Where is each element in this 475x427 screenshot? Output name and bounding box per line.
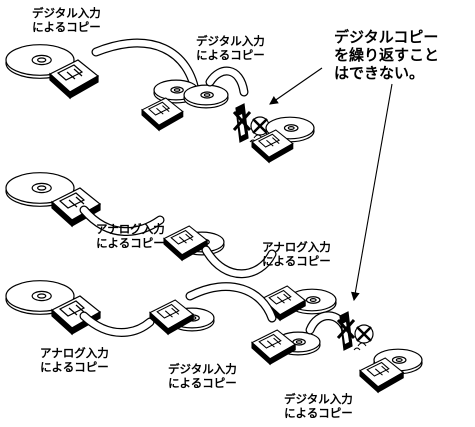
- row3-first-copy-label: アナログ入力によるコピー: [40, 346, 109, 374]
- row1-first-copy-label: デジタル入力によるコピー: [32, 6, 101, 34]
- row1-copy-arrow-1: [91, 38, 201, 101]
- row2-copy-arrow-1: [79, 205, 165, 236]
- row3-second-copy-minidisc: [251, 329, 297, 366]
- row2-source-minidisc: [50, 187, 102, 228]
- row1-blocked-copy-icon: [232, 103, 270, 143]
- row1-first-copy-minidisc: [141, 97, 184, 132]
- row2-first-copy-label: アナログ入力によるコピー: [96, 222, 165, 250]
- row2-second-copy-label: アナログ入力によるコピー: [262, 240, 331, 268]
- row3-second-copy-label: デジタル入力によるコピー: [168, 362, 237, 390]
- row1-first-copy-disc-b: [183, 84, 229, 109]
- row2-copy-arrow-2: [201, 245, 277, 279]
- row3-first-copy-minidisc: [149, 299, 195, 336]
- row1-source-disc: [5, 44, 75, 79]
- row3-source-disc: [5, 280, 75, 315]
- row1-source-minidisc: [48, 59, 100, 100]
- row3-copy-arrow-1: [79, 311, 155, 337]
- row1-second-copy-label: デジタル入力によるコピー: [196, 34, 265, 62]
- row2-second-copy-minidisc: [261, 285, 307, 322]
- copy-restriction-note: デジタルコピーを繰り返すことはできない。: [334, 28, 440, 82]
- row3-copy-arrow-2: [185, 282, 277, 323]
- row2-source-disc: [5, 172, 75, 207]
- row3-blocked-copy-icon: [336, 311, 374, 351]
- row2-first-copy-minidisc: [163, 225, 209, 262]
- note-pointer-row1: [269, 67, 323, 105]
- note-pointer-row3: [351, 83, 393, 302]
- row1-copy-arrow-2: [205, 66, 249, 97]
- row1-result-minidisc: [251, 129, 294, 164]
- row3-third-copy-label: デジタル入力によるコピー: [284, 392, 353, 420]
- row3-result-minidisc: [359, 357, 405, 394]
